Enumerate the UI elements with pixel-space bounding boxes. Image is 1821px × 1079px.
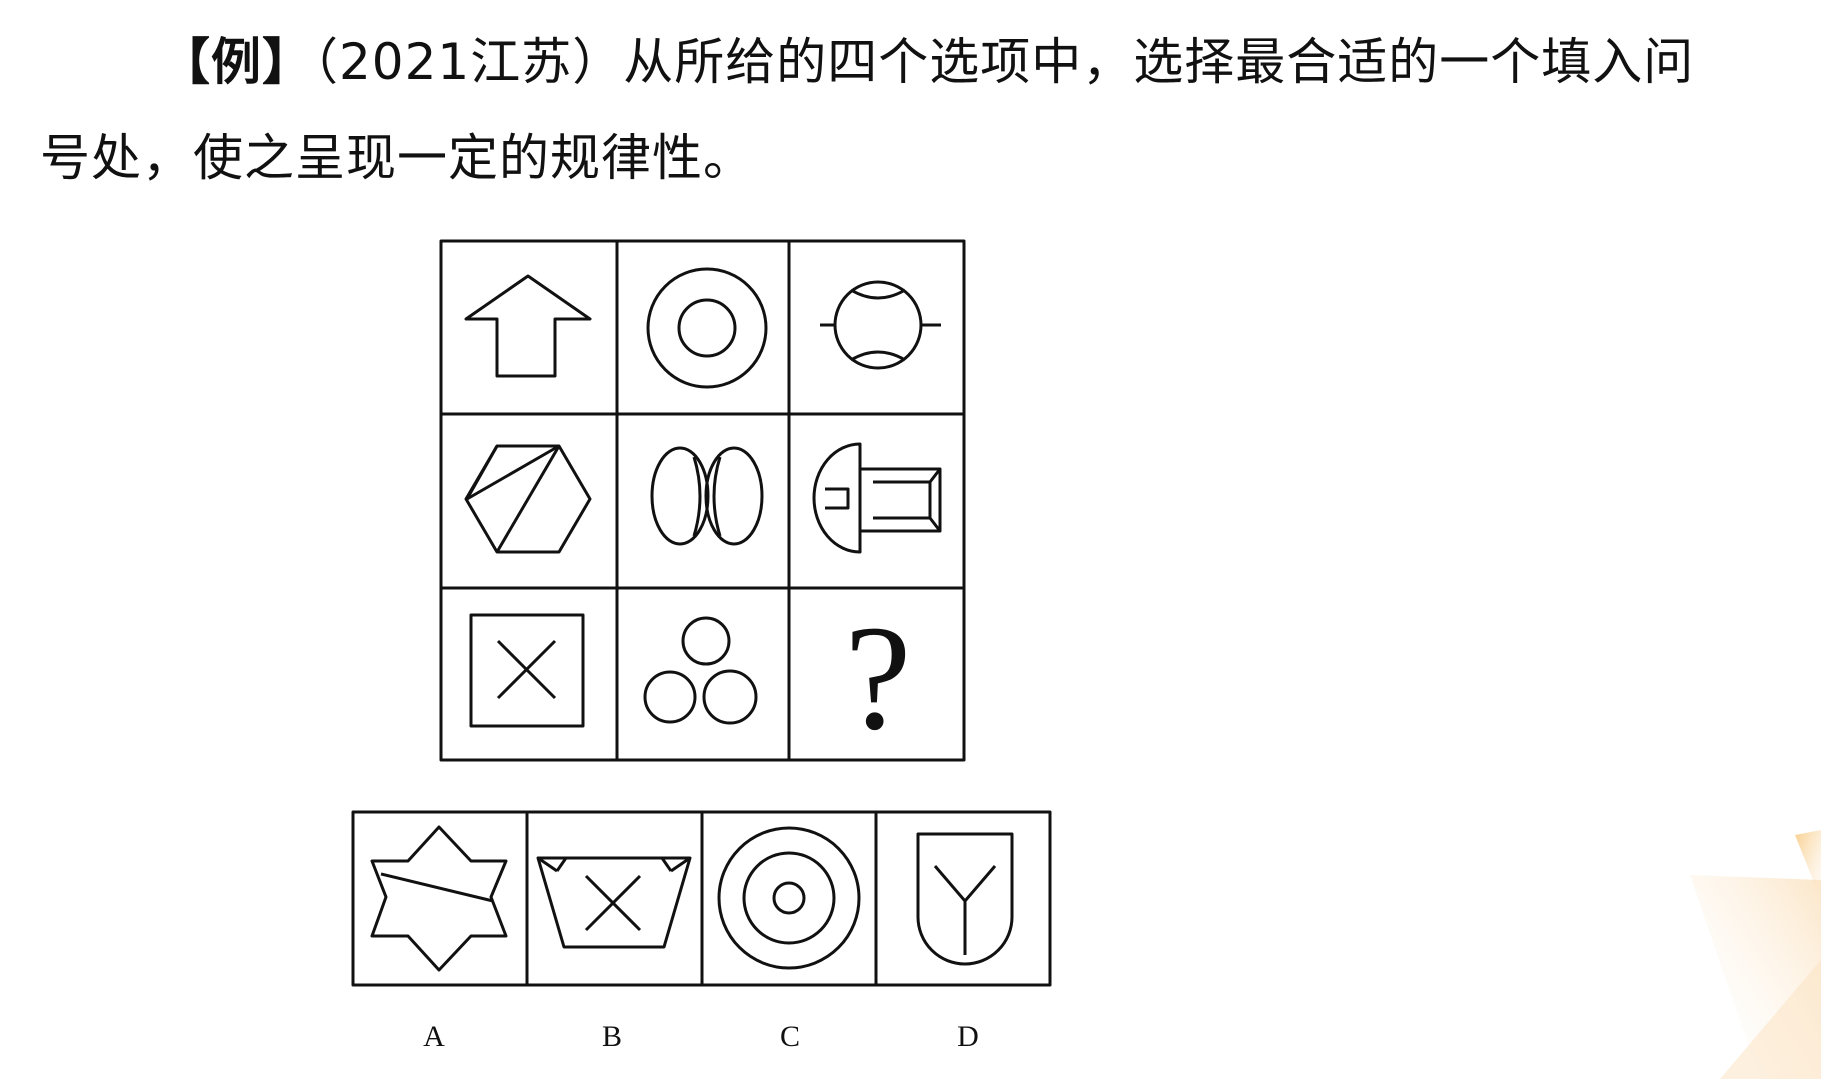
option-c-figure[interactable] <box>717 826 861 970</box>
concentric-circles-icon <box>717 826 861 970</box>
example-tag: 【例】 <box>160 33 313 91</box>
options-strip: A B C D <box>351 810 1052 1053</box>
corner-decoration <box>1690 830 1821 1079</box>
option-c-label[interactable]: C <box>780 1020 800 1053</box>
puzzle-grid: ? <box>439 239 966 762</box>
ellipses-icon <box>650 446 764 546</box>
option-b-label[interactable]: B <box>602 1020 622 1053</box>
question-source: （2021江苏） <box>313 33 624 91</box>
question-mark: ? <box>845 595 912 761</box>
option-d-label[interactable]: D <box>957 1020 979 1053</box>
double-circle-icon <box>646 267 768 389</box>
hexagon-icon <box>464 444 592 554</box>
question-text: 【例】（2021江苏）从所给的四个选项中，选择最合适的一个填入问 号处，使之呈现… <box>40 14 1800 206</box>
option-b-figure[interactable] <box>536 856 692 949</box>
baseball-icon <box>820 280 941 370</box>
option-d-figure[interactable] <box>916 832 1014 966</box>
square-x-icon <box>469 613 585 728</box>
option-a-figure[interactable] <box>370 825 508 972</box>
star-icon <box>370 825 508 972</box>
trapezoid-x-icon <box>536 856 692 949</box>
screw-icon <box>812 442 942 554</box>
question-stem-cont: 号处，使之呈现一定的规律性。 <box>40 129 754 187</box>
three-circles-icon <box>643 616 758 725</box>
question-stem: 从所给的四个选项中，选择最合适的一个填入问 <box>623 33 1695 91</box>
grid-frame <box>439 239 966 762</box>
shield-y-icon <box>916 832 1014 966</box>
option-a-label[interactable]: A <box>423 1020 445 1053</box>
question-line-2: 号处，使之呈现一定的规律性。 <box>40 110 1800 206</box>
question-line-1: 【例】（2021江苏）从所给的四个选项中，选择最合适的一个填入问 <box>40 14 1800 110</box>
up-arrow-icon <box>464 274 592 378</box>
